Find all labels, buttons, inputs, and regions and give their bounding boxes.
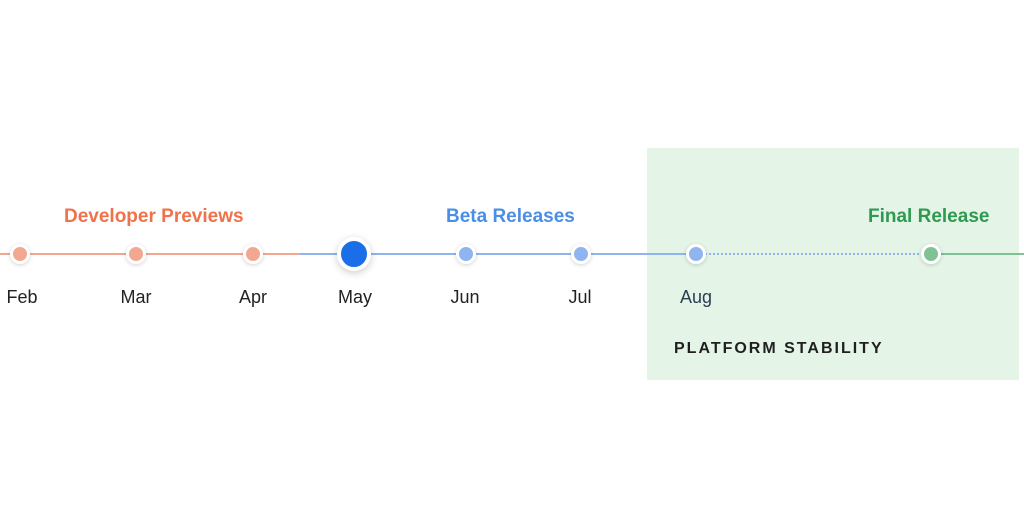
phase-label-developer-previews: Developer Previews: [64, 206, 244, 227]
milestone-dot-feb: [10, 244, 30, 264]
milestone-dot-may-current: [337, 237, 371, 271]
milestone-dot-jul: [571, 244, 591, 264]
milestone-dot-final-release: [921, 244, 941, 264]
month-label-mar: Mar: [120, 287, 152, 307]
timeline-segment-stability-dotted: [698, 253, 930, 255]
milestone-dot-jun: [456, 244, 476, 264]
platform-stability-label: PLATFORM STABILITY: [674, 340, 884, 357]
month-label-jun: Jun: [450, 287, 480, 307]
month-label-jul: Jul: [568, 287, 592, 307]
phase-label-final-release: Final Release: [868, 206, 990, 227]
month-label-aug: Aug: [679, 287, 713, 307]
phase-label-beta-releases: Beta Releases: [446, 206, 575, 227]
milestone-dot-aug: [686, 244, 706, 264]
month-label-may: May: [337, 287, 373, 307]
month-label-apr: Apr: [238, 287, 268, 307]
timeline-segment-developer-previews: [0, 253, 300, 255]
timeline-segment-final-release: [932, 253, 1024, 255]
milestone-dot-mar: [126, 244, 146, 264]
timeline-segment-beta-releases: [300, 253, 695, 255]
platform-stability-region: [647, 148, 1019, 380]
milestone-dot-apr: [243, 244, 263, 264]
month-label-feb: Feb: [6, 287, 38, 307]
